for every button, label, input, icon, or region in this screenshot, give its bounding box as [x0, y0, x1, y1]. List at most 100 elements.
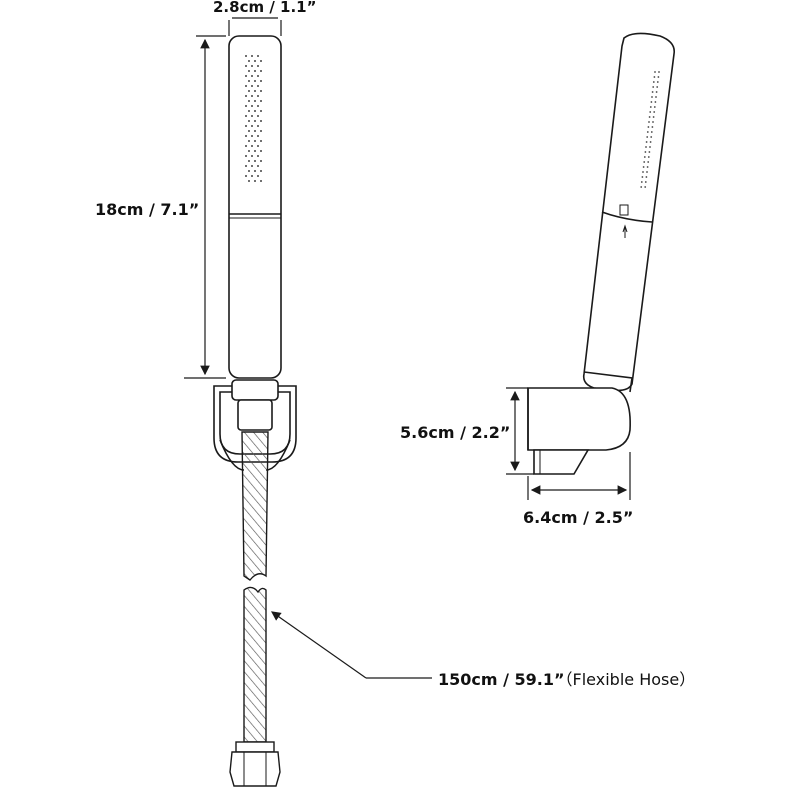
hose-length-callout: 150cm / 59.1”（Flexible Hose） [438, 666, 695, 690]
nozzle-dot [245, 75, 247, 77]
nozzle-dot [651, 91, 654, 93]
nozzle-dot [251, 125, 253, 127]
nozzle-dot [245, 135, 247, 137]
hose-leader [271, 611, 432, 679]
nozzle-dot [653, 76, 656, 78]
nozzle-dot [257, 95, 259, 97]
nozzle-dot [248, 140, 250, 142]
nozzle-dot [245, 65, 247, 67]
nozzle-dot [257, 55, 259, 57]
nozzle-dot [260, 180, 262, 182]
front-view-bracket [213, 379, 297, 471]
nozzle-dot [657, 76, 660, 78]
nozzle-dot [257, 165, 259, 167]
nozzle-dot [254, 160, 256, 162]
nozzle-dot [257, 135, 259, 137]
nozzle-dot [651, 126, 654, 128]
bracket-height-label: 5.6cm / 2.2” [400, 423, 511, 442]
nozzle-dot [257, 85, 259, 87]
nozzle-dot [248, 60, 250, 62]
front-view-handshower [228, 35, 282, 379]
nozzle-dot [251, 85, 253, 87]
nozzle-dot [260, 170, 262, 172]
nozzle-dot [654, 101, 657, 103]
length-dimension [184, 35, 226, 379]
nozzle-dot [245, 105, 247, 107]
nozzle-dot [248, 160, 250, 162]
nozzle-dot [254, 140, 256, 142]
nozzle-dot [642, 171, 644, 173]
nozzle-dot [251, 65, 253, 67]
nozzle-dot [251, 115, 253, 117]
nozzle-dot [248, 110, 250, 112]
nozzle-dot [245, 165, 247, 167]
nozzle-dot [260, 90, 262, 92]
nozzle-dot [245, 175, 247, 177]
nozzle-dot [643, 156, 646, 158]
nozzle-dot [645, 146, 647, 148]
nozzle-dot [655, 91, 658, 93]
nozzle-dot [649, 146, 651, 148]
nozzle-dot [254, 70, 256, 72]
nozzle-dot [260, 100, 262, 102]
nozzle-dot [653, 106, 656, 108]
nozzle-dot [642, 166, 645, 168]
nozzle-dot [260, 140, 262, 142]
nozzle-dot [254, 150, 256, 152]
nozzle-dot [643, 161, 646, 163]
nozzle-dot [646, 171, 648, 173]
nozzle-dot [251, 105, 253, 107]
nozzle-dot [251, 135, 253, 137]
nozzle-dot [248, 170, 250, 172]
nozzle-dot [644, 186, 647, 188]
nozzle-dot [652, 86, 655, 88]
nozzle-dot [254, 80, 256, 82]
nozzle-dot [248, 70, 250, 72]
nozzle-dot [254, 180, 256, 182]
nozzle-dot [647, 126, 650, 128]
nozzle-dot [649, 141, 652, 143]
nozzle-dot [257, 75, 259, 77]
nozzle-dot [640, 186, 643, 188]
nozzle-dot [254, 130, 256, 132]
nozzle-dot [257, 105, 259, 107]
hose-length-label: 150cm / 59.1” [438, 670, 565, 689]
nozzle-dot [245, 125, 247, 127]
nozzle-dot [645, 176, 648, 178]
nozzle-dot [650, 101, 653, 103]
nozzle-dot [656, 86, 659, 88]
nozzle-dot [257, 65, 259, 67]
nozzle-dot [257, 115, 259, 117]
nozzle-dot [644, 181, 647, 183]
nozzle-dot [260, 120, 262, 122]
nozzle-dot [648, 116, 651, 118]
nozzle-dot [245, 55, 247, 57]
nozzle-dot [260, 80, 262, 82]
nozzle-dot [251, 145, 253, 147]
nozzle-dot [248, 90, 250, 92]
nozzle-dot [641, 176, 644, 178]
nozzle-dot [658, 71, 660, 73]
nozzle-dot [254, 110, 256, 112]
nozzle-dot [647, 156, 650, 158]
nozzle-dot [650, 136, 653, 138]
handshower-width-label: 2.8cm / 1.1” [213, 0, 317, 16]
hose-note-label: （Flexible Hose） [564, 670, 696, 689]
nozzle-dot [251, 95, 253, 97]
nozzle-dot [260, 160, 262, 162]
width-dimension [228, 17, 282, 36]
nozzle-dot [260, 150, 262, 152]
nozzle-dot [248, 120, 250, 122]
side-view-handshower [582, 32, 676, 392]
nozzle-dot [245, 155, 247, 157]
handshower-length-label: 18cm / 7.1” [95, 200, 200, 219]
nozzle-dot [254, 120, 256, 122]
nozzle-dot [254, 60, 256, 62]
nozzle-dot [257, 175, 259, 177]
nozzle-dot [260, 60, 262, 62]
nozzle-dot [257, 145, 259, 147]
hose-upper [241, 431, 269, 581]
nozzle-dot [245, 95, 247, 97]
nozzle-dot [652, 116, 655, 118]
